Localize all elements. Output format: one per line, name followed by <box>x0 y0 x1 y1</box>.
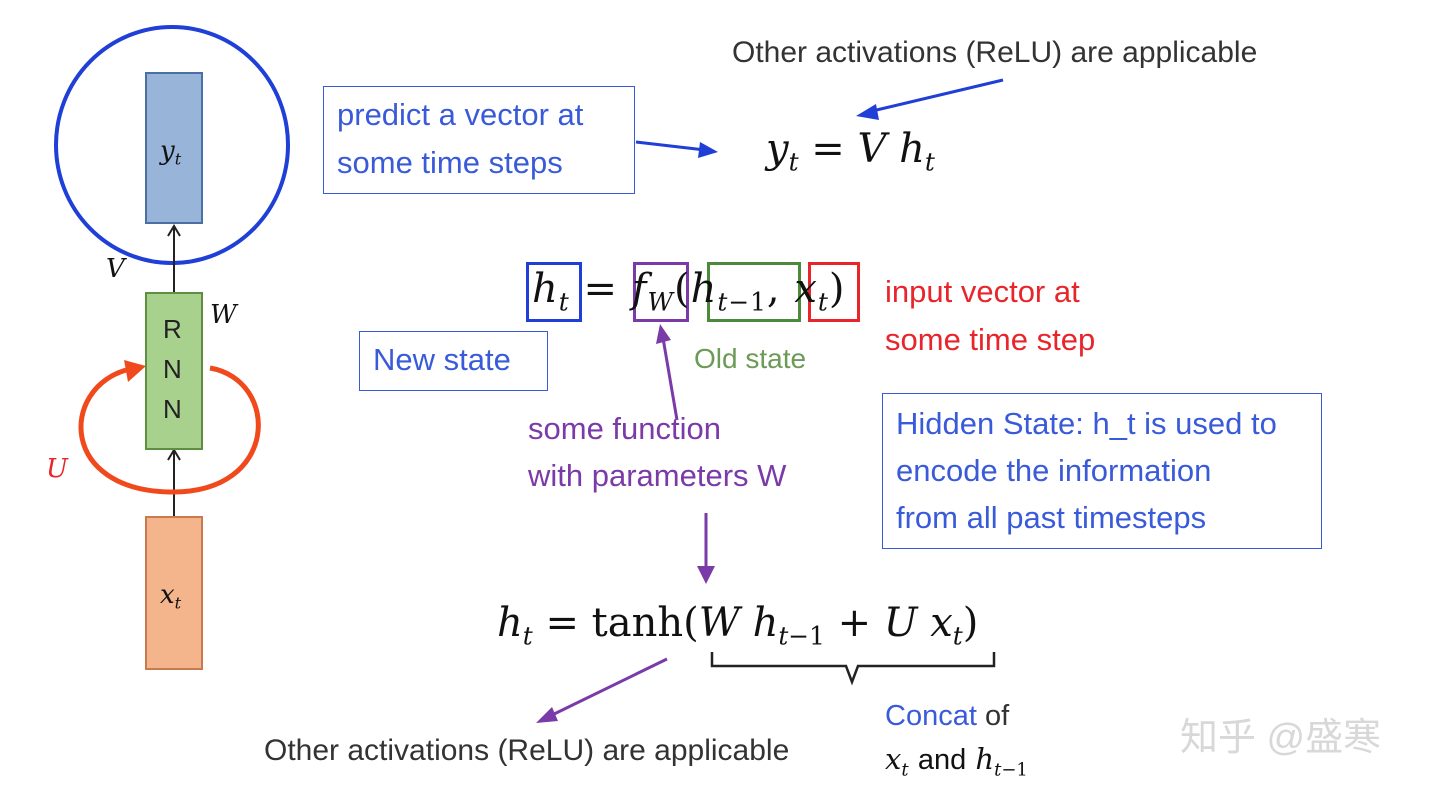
input-vector-line-2: some time step <box>885 322 1096 357</box>
input-vector-line-1: input vector at <box>885 274 1080 309</box>
predict-line-2: some time steps <box>337 145 563 180</box>
concat-brace <box>710 652 996 686</box>
new-state-box: New state <box>359 331 548 391</box>
ht1-highlight <box>707 262 801 322</box>
old-state-label: Old state <box>694 343 807 374</box>
label-v: V <box>106 254 125 284</box>
rnn-letter-r: R <box>163 314 182 344</box>
rnn-letter-n2: N <box>163 394 182 424</box>
recurrent-loop <box>78 365 261 495</box>
new-state-label: New state <box>373 342 511 377</box>
hidden-state-line-1: Hidden State: h_t is used to <box>896 406 1277 441</box>
hidden-state-line-2: encode the information <box>896 453 1212 488</box>
concat-line-1: Concat of <box>885 700 1010 732</box>
some-function-line-1: some function <box>528 411 721 446</box>
predict-box: predict a vector at some time steps <box>323 86 635 194</box>
tanh-equation: ht = tanh(W ht−1 + U xt) <box>497 600 979 651</box>
rnn-node: R N N <box>145 292 203 450</box>
ht-highlight <box>526 262 582 322</box>
hidden-state-line-3: from all past timesteps <box>896 500 1207 535</box>
predict-line-1: predict a vector at <box>337 97 584 132</box>
output-equation: yt = V ht <box>766 126 935 177</box>
rnn-letter-n1: N <box>163 354 182 384</box>
output-circle <box>54 25 290 265</box>
fw-highlight <box>633 262 689 322</box>
watermark: 知乎 @盛寒 <box>1180 717 1382 759</box>
arrow-note-to-output <box>867 78 1004 114</box>
input-node-label: xt <box>160 580 182 613</box>
output-node: yt <box>145 72 203 224</box>
state-equation: ht = fW(ht−1, xt) <box>532 266 846 317</box>
top-activations-note: Other activations (ReLU) are applicable <box>732 36 1258 69</box>
bottom-activations-note: Other activations (ReLU) are applicable <box>264 734 790 767</box>
output-node-label: yt <box>160 136 182 169</box>
arrow-tanh-to-note <box>547 657 668 719</box>
label-u: U <box>46 454 68 484</box>
input-node: xt <box>145 516 203 670</box>
concat-line-2: xt and ht−1 <box>885 742 1028 781</box>
arrow-function-to-fw <box>661 337 679 421</box>
xt-highlight <box>808 262 860 322</box>
label-w: W <box>210 300 237 330</box>
arrow-predict-to-output <box>635 140 706 152</box>
hidden-state-box: Hidden State: h_t is used to encode the … <box>882 393 1322 549</box>
some-function-line-2: with parameters W <box>528 458 787 493</box>
